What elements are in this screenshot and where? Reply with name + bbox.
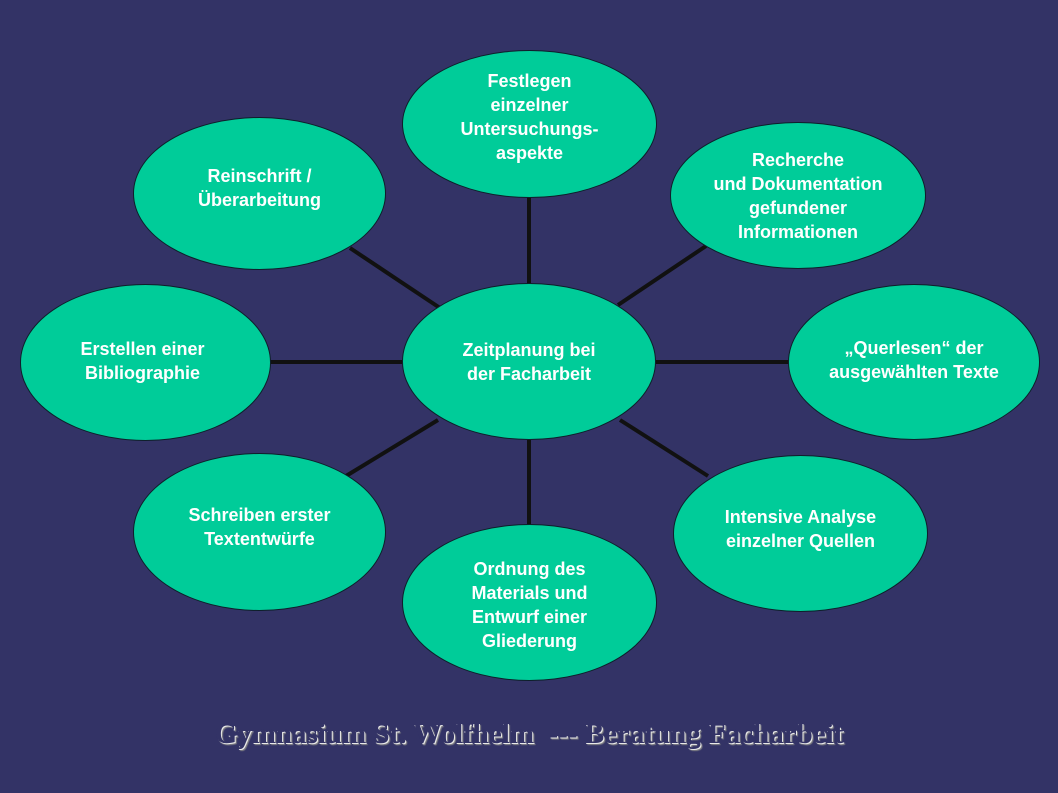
node-ordnung: Ordnung des Materials und Entwurf einer … [402,524,657,681]
center-label: Zeitplanung bei der Facharbeit [462,339,596,384]
center-node: Zeitplanung bei der Facharbeit [402,283,656,440]
footer-title: Gymnasium St. Wolfhelm --- Beratung Fach… [214,718,844,750]
connector-schreiben [344,418,440,478]
node-festlegen-label: Festlegen einzelner Untersuchungs- aspek… [460,71,599,163]
node-querlesen: „Querlesen“ der ausgewählten Texte [788,284,1040,440]
node-bibliographie: Erstellen einer Bibliographie [20,284,271,441]
node-recherche-label: Recherche und Dokumentation gefundener I… [713,149,883,242]
node-querlesen-label: „Querlesen“ der ausgewählten Texte [829,338,999,382]
node-reinschrift: Reinschrift / Überarbeitung [133,117,386,270]
node-schreiben-label: Schreiben erster Textentwürfe [188,505,331,549]
connector-analyse [618,418,710,478]
connector-reinschrift [348,246,442,310]
node-recherche: Recherche und Dokumentation gefundener I… [670,122,926,269]
connector-recherche [616,244,708,307]
node-analyse: Intensive Analyse einzelner Quellen [673,455,928,612]
node-reinschrift-label: Reinschrift / Überarbeitung [197,165,321,210]
node-bibliographie-label: Erstellen einer Bibliographie [80,338,205,383]
node-festlegen: Festlegen einzelner Untersuchungs- aspek… [402,50,657,198]
node-schreiben: Schreiben erster Textentwürfe [133,453,386,611]
node-ordnung-label: Ordnung des Materials und Entwurf einer … [471,558,588,651]
node-analyse-label: Intensive Analyse einzelner Quellen [724,506,877,551]
